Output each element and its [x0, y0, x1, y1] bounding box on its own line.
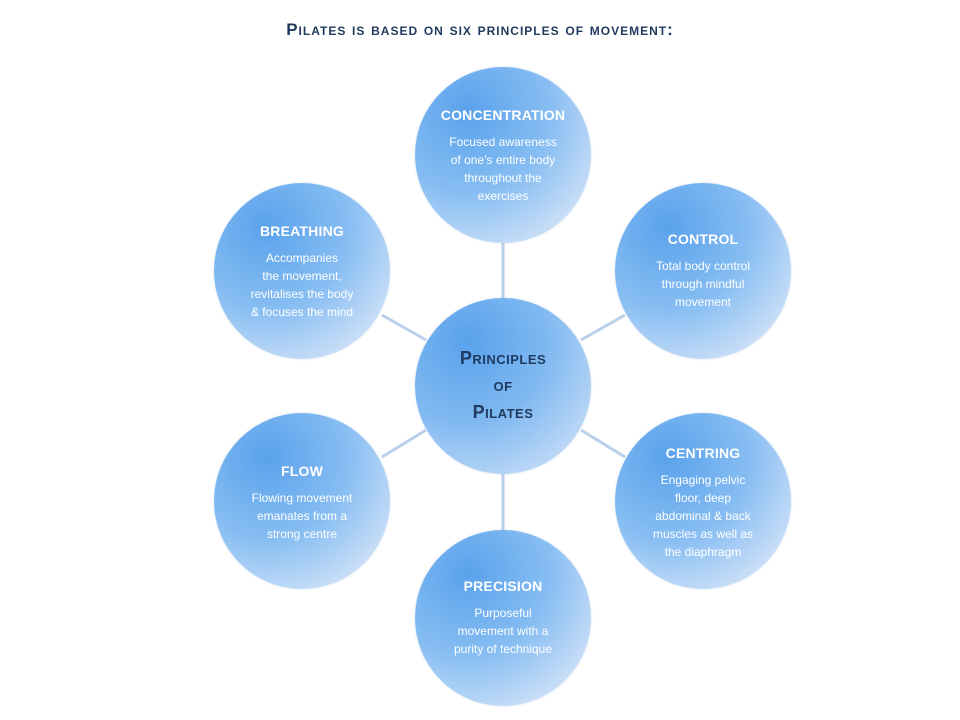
principle-description: Engaging pelvic floor, deep abdominal & …	[629, 471, 777, 561]
description-line: Engaging pelvic	[660, 473, 746, 487]
center-line-1: Principles	[459, 348, 547, 368]
description-line: floor, deep	[674, 491, 732, 505]
connector-centring	[580, 428, 626, 459]
principle-control: CONTROL Total body control through mindf…	[615, 183, 791, 359]
center-line-3: Pilates	[472, 402, 534, 422]
principle-description: Total body control through mindful movem…	[635, 257, 771, 311]
description-line: Focused awareness	[449, 135, 557, 149]
connector-flow	[381, 428, 427, 459]
description-line: movement	[674, 295, 732, 309]
description-line: strong centre	[266, 527, 338, 541]
connector-control	[580, 313, 626, 342]
principle-breathing: BREATHING Accompanies the movement, revi…	[214, 183, 390, 359]
description-line: emanates from a	[256, 509, 348, 523]
description-line: Purposeful	[474, 606, 532, 620]
description-line: throughout the	[464, 171, 542, 185]
description-line: Flowing movement	[251, 491, 353, 505]
connector-breathing	[381, 313, 427, 342]
center-line-2: of	[493, 375, 513, 395]
principle-description: Purposeful movement with a purity of tec…	[431, 604, 575, 658]
description-line: abdominal & back	[655, 509, 751, 523]
description-line: revitalises the body	[250, 287, 354, 301]
description-line: Total body control	[655, 259, 751, 273]
description-line: & focuses the mind	[250, 305, 354, 319]
description-line: purity of technique	[453, 642, 553, 656]
center-circle: Principles of Pilates	[415, 298, 591, 474]
principle-name: CENTRING	[665, 445, 741, 461]
description-line: exercises	[477, 189, 529, 203]
principle-description: Focused awareness of one’s entire body t…	[435, 133, 571, 205]
principle-name: CONCENTRATION	[440, 107, 566, 123]
description-line: of one’s entire body	[450, 153, 556, 167]
principle-name: BREATHING	[260, 223, 344, 239]
principle-precision: PRECISION Purposeful movement with a pur…	[415, 530, 591, 706]
description-line: the movement,	[262, 269, 342, 283]
description-line: muscles as well as	[652, 527, 754, 541]
description-line: Accompanies	[265, 251, 339, 265]
principle-name: FLOW	[280, 463, 323, 479]
principle-concentration: CONCENTRATION Focused awareness of one’s…	[415, 67, 591, 243]
principle-name: CONTROL	[667, 231, 739, 247]
page-title: Pilates is based on six principles of mo…	[286, 20, 674, 39]
principle-flow: FLOW Flowing movement emanates from a st…	[214, 413, 390, 589]
description-line: through mindful	[661, 277, 745, 291]
principle-description: Flowing movement emanates from a strong …	[234, 489, 370, 543]
principle-description: Accompanies the movement, revitalises th…	[230, 249, 374, 321]
description-line: movement with a	[457, 624, 549, 638]
principle-centring: CENTRING Engaging pelvic floor, deep abd…	[615, 413, 791, 589]
principle-name: PRECISION	[463, 578, 543, 594]
description-line: the diaphragm	[664, 545, 742, 559]
